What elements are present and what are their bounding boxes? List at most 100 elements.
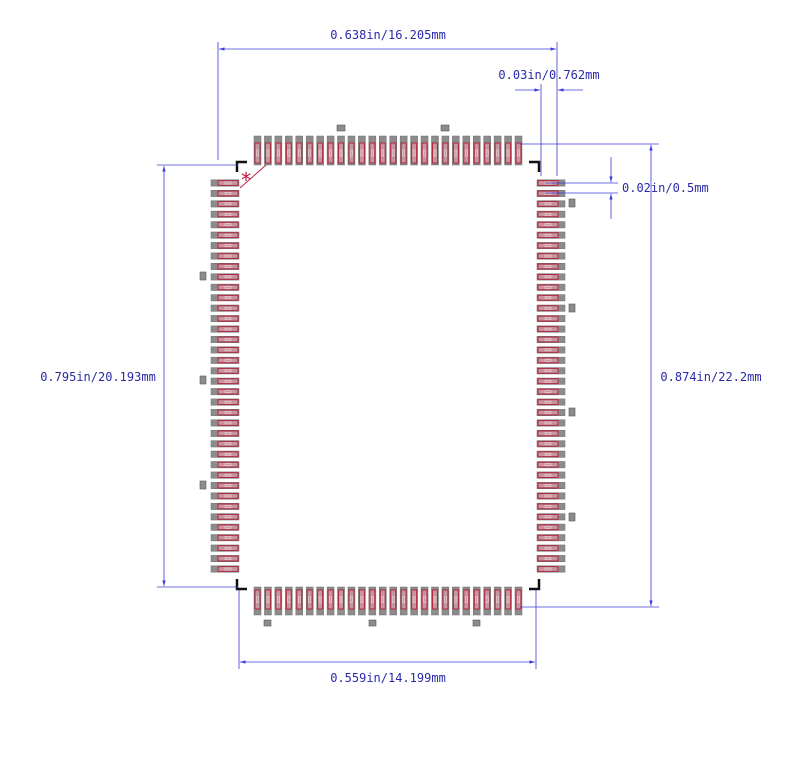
pad-pad-inner [537,566,559,572]
pad [316,586,324,616]
pad-pad-inner [537,440,559,447]
pad-pad-center [544,432,552,435]
pad [431,135,439,166]
pad-pad-inner [348,589,355,610]
pad-pad-center [412,596,416,603]
pad [431,586,439,616]
pad [253,586,262,616]
pad-pad-center [287,596,291,603]
pad-pad-inner [327,589,334,610]
pad [210,482,240,489]
pad-pad-inner [400,142,407,164]
pad-pad-inner [217,440,239,447]
pad-pad-inner [463,589,470,610]
fiducial-mark [199,480,207,490]
pad-pad-inner [537,211,559,218]
pad-pad-inner [217,524,239,531]
pad-pad-inner [421,589,428,610]
fiducial-mark [440,124,450,132]
pad [210,450,240,458]
pad-pad-center [496,149,499,157]
pad [536,440,566,448]
pad-pad-inner [369,142,376,164]
pad [536,210,566,218]
pad [536,242,566,250]
pad [472,586,481,616]
pad-pad-center [360,149,364,157]
pad-pad-center [381,596,385,603]
pad [462,135,471,166]
pad [536,388,566,396]
pad-pad-center [544,359,552,362]
pad-pad-center [224,192,232,195]
pad [347,586,356,616]
pad [536,534,566,542]
pad [536,429,566,437]
pad-pad-inner [537,305,559,312]
pad [462,586,471,616]
pad-pad-inner [537,482,559,489]
pad [358,135,366,166]
pad [536,502,566,510]
pad-pad-center [224,254,232,258]
pad-pad-inner [306,589,313,610]
pad-pad-center [224,567,232,571]
pad-pad-center [318,149,322,157]
pad-pad-inner [217,420,239,426]
pad-pad-center [506,149,510,157]
fiducial-mark [199,375,207,385]
pad [210,346,240,354]
pad-pad-inner [537,524,559,531]
pad-pad-center [224,463,232,466]
pad-pad-inner [338,142,345,164]
pad-pad-inner [537,273,559,280]
pad-length-label: 0.03in/0.762mm [498,68,599,82]
pad-pad-inner [217,200,239,207]
pad-pad-center [224,327,232,331]
pad-pad-inner [379,589,386,610]
pad-pad-center [454,149,458,157]
pad-pad-inner [537,242,559,249]
pad-pad-inner [537,253,559,259]
pad [536,231,566,239]
pad [210,336,240,343]
pad-pad-inner [327,142,334,164]
fiducial-mark [472,619,481,627]
pad [285,135,293,166]
pad-pad-inner [537,534,559,541]
pad-pad-center [224,223,232,226]
pad-pad-center [544,233,552,237]
pad [305,135,314,166]
pad-pad-inner [537,555,559,562]
pad-pad-center [544,567,552,571]
pad-pad-center [391,149,395,157]
pad-pad-center [224,306,232,310]
pad-pad-inner [217,190,239,197]
fiducial-marks [199,124,576,627]
pad-pad-center [517,149,520,157]
pad-pad-inner [217,472,239,479]
pad-pad-inner [217,180,239,186]
pad-pad-inner [431,589,438,610]
pad [210,356,240,364]
pad-pad-inner [217,399,239,405]
pad [285,586,293,616]
pad-pad-center [256,149,259,157]
pad-pad-inner [217,482,239,489]
pad [536,555,566,563]
dimension-pad-length: 0.03in/0.762mm [498,68,600,176]
pad-pad-inner [484,589,491,610]
pad [210,273,240,281]
pad [441,135,450,166]
pad-pad-inner [285,589,292,610]
pad-pad-center [224,484,232,487]
pad-pad-inner [537,326,559,332]
pad-pad-inner [515,142,522,164]
pad [536,283,566,291]
pad-pad-center [544,421,552,425]
pad [420,135,429,166]
pad-pad-inner [217,326,239,332]
dimension-pin-pitch: 0.02in/0.5mm [545,157,709,219]
body-height-label: 0.795in/20.193mm [40,370,156,384]
pad [210,513,240,521]
